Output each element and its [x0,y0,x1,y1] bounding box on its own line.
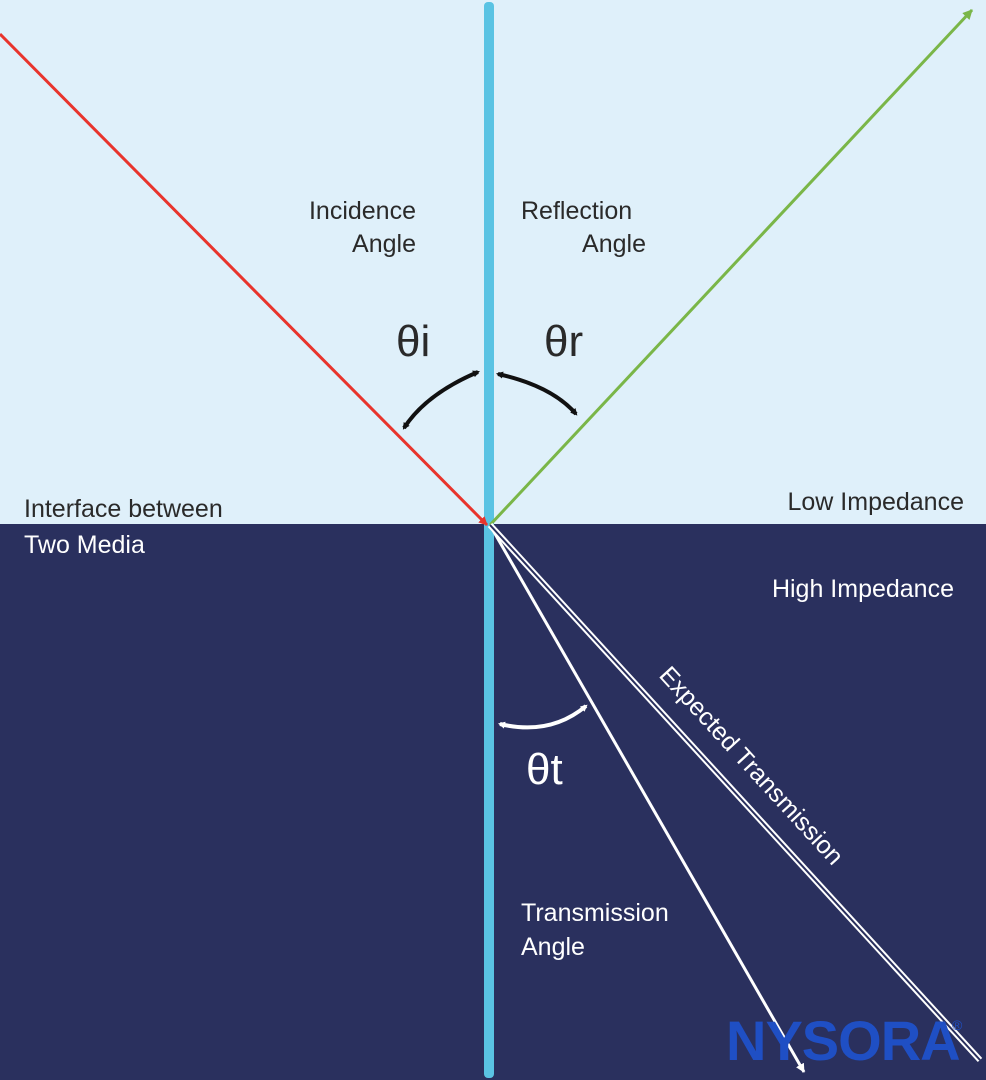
interface-label-line1: Interface between [24,495,223,523]
reflection-label-line1: Reflection [521,197,632,225]
theta-t-symbol: θt [526,745,563,794]
theta-r-symbol: θr [544,317,583,366]
transmission-label-line2: Angle [521,933,585,961]
high-impedance-label: High Impedance [772,575,954,603]
incidence-label-line2: Angle [352,230,416,258]
nysora-logo: NYSORA [726,1009,960,1072]
interface-label-line2: Two Media [24,531,145,559]
theta-i-symbol: θi [396,317,430,366]
nysora-logo-reg: ® [952,1017,963,1033]
expected-transmission-ray-inner [489,524,981,1061]
incidence-angle-arc [402,370,480,430]
reflection-label-line2: Angle [582,230,646,258]
low-impedance-label: Low Impedance [787,488,964,516]
transmission-label-line1: Transmission [521,899,669,927]
transmission-angle-arc [497,704,588,730]
reflection-angle-arc [495,371,578,416]
reflected-ray [488,8,974,527]
transmitted-ray [488,524,806,1073]
normal-line [484,2,494,1078]
incidence-label-line1: Incidence [309,197,416,225]
incident-ray [0,32,489,527]
